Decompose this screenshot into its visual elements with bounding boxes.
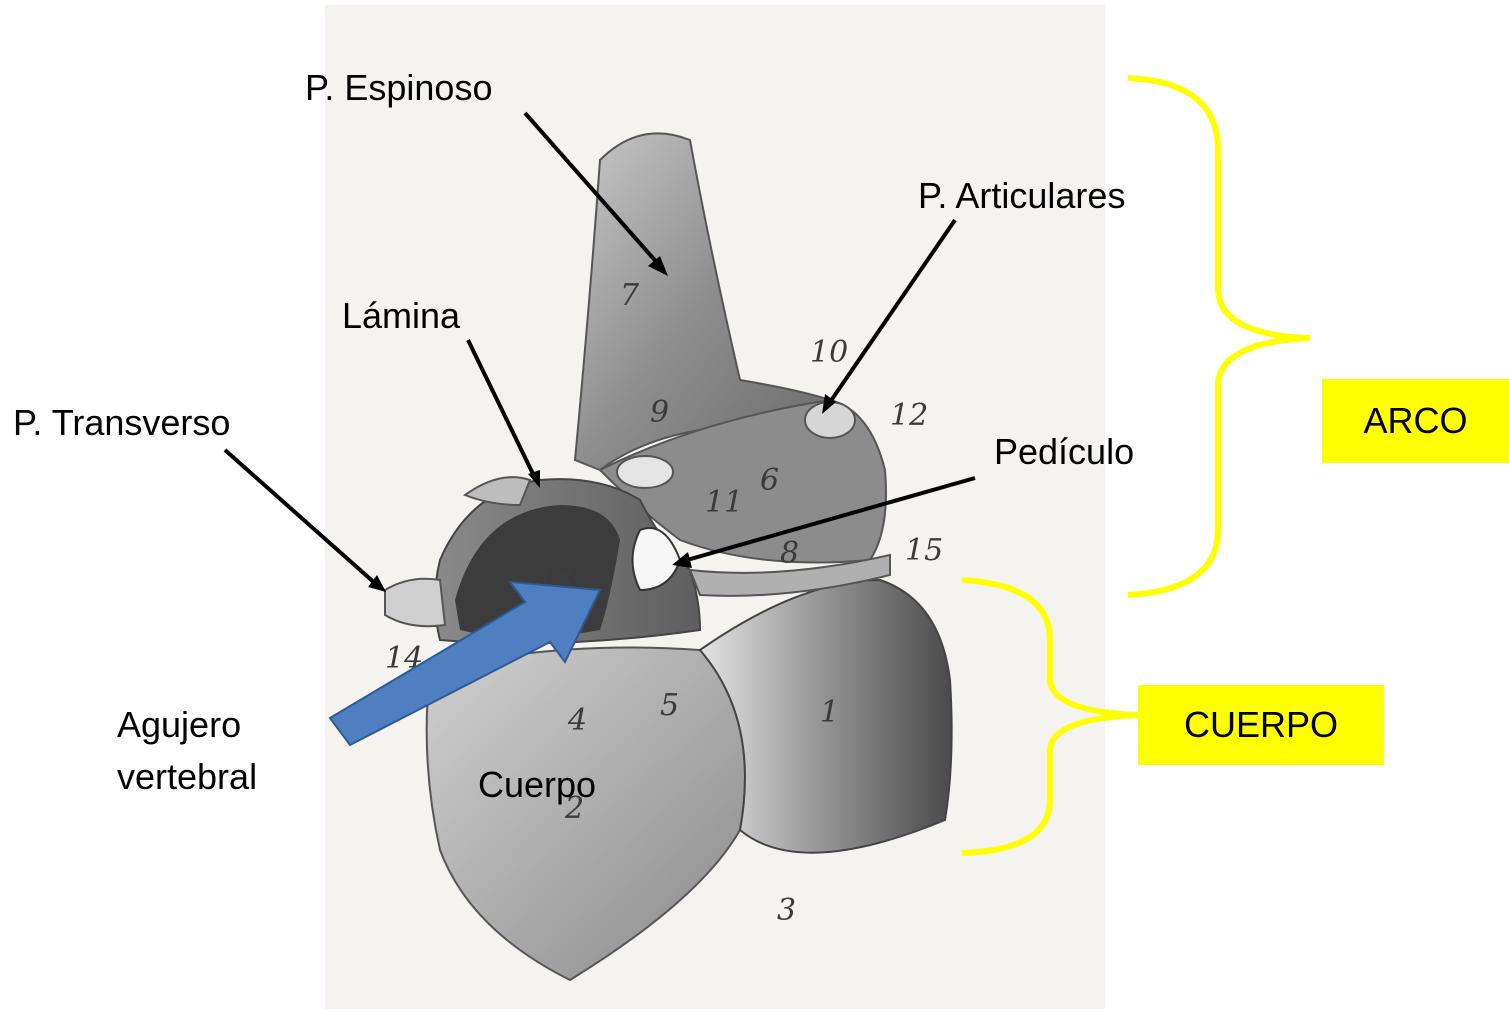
fig-num-6: 6 bbox=[760, 463, 779, 498]
fig-num-3: 3 bbox=[777, 893, 796, 928]
fig-num-15: 15 bbox=[905, 533, 943, 568]
group-box-cuerpo: CUERPO bbox=[1138, 685, 1384, 765]
fig-num-10: 10 bbox=[810, 335, 848, 370]
facet-9 bbox=[617, 456, 673, 488]
fig-num-12: 12 bbox=[890, 398, 928, 433]
fig-num-7: 7 bbox=[620, 278, 640, 313]
transverse-process bbox=[385, 579, 445, 627]
fig-num-9: 9 bbox=[650, 395, 669, 430]
label-agujero-line2: vertebral bbox=[117, 755, 257, 798]
label-pediculo: Pedículo bbox=[994, 430, 1134, 473]
label-lamina: Lámina bbox=[342, 294, 460, 337]
fig-num-4: 4 bbox=[567, 703, 587, 738]
label-articulares: P. Articulares bbox=[918, 174, 1125, 217]
label-transverso: P. Transverso bbox=[13, 401, 230, 444]
fig-num-5: 5 bbox=[660, 688, 679, 723]
label-cuerpo: Cuerpo bbox=[478, 763, 596, 806]
group-box-arco: ARCO bbox=[1322, 379, 1509, 463]
articular-facet bbox=[805, 402, 855, 438]
fig-num-1: 1 bbox=[820, 695, 839, 730]
label-agujero-line1: Agujero bbox=[117, 703, 241, 746]
arco-bracket bbox=[1128, 78, 1310, 595]
fig-num-11: 11 bbox=[705, 485, 743, 520]
label-espinoso: P. Espinoso bbox=[305, 66, 492, 109]
fig-num-8: 8 bbox=[780, 536, 799, 571]
